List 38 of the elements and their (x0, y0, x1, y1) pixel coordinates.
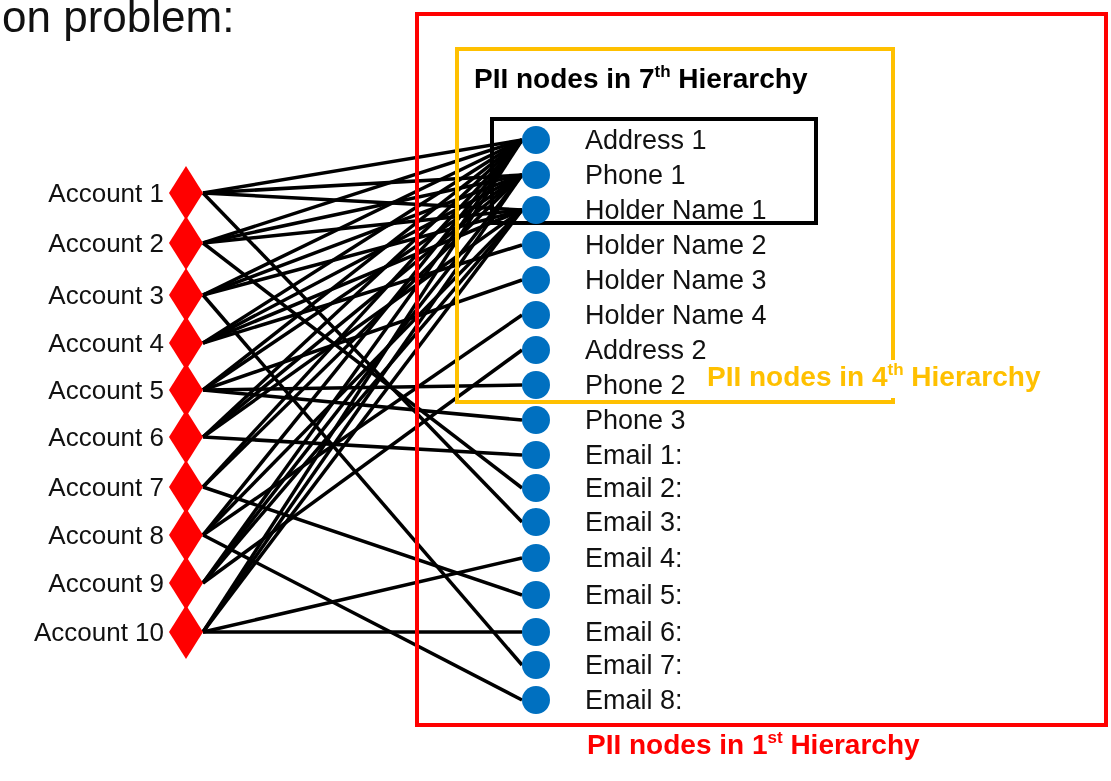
node-label: Account 9 (48, 567, 164, 600)
node-label: Phone 1 (585, 159, 686, 192)
node-label: Holder Name 4 (585, 299, 767, 332)
node-label: Email 7: (585, 649, 683, 682)
node-label: Phone 2 (585, 369, 686, 402)
connector-line (201, 348, 524, 585)
connector-line (202, 435, 523, 457)
node-label: Account 1 (48, 177, 164, 210)
node-label: Account 7 (48, 471, 164, 504)
node-label: Account 10 (33, 616, 164, 649)
connector-line (203, 630, 522, 634)
connector-line (202, 533, 523, 702)
node-label: Email 1: (585, 439, 683, 472)
node-label: Account 5 (48, 374, 164, 407)
connector-line (202, 243, 523, 345)
node-label: Email 2: (585, 472, 683, 505)
node-label: Account 3 (48, 279, 164, 312)
node-label: Account 6 (48, 421, 164, 454)
node-label: Email 5: (585, 579, 683, 612)
partial-title: on problem: (2, 0, 235, 42)
connector-line (202, 388, 523, 422)
connector-line (201, 293, 524, 667)
node-label: Email 4: (585, 542, 683, 575)
node-label: Email 3: (585, 506, 683, 539)
node-label: Account 8 (48, 519, 164, 552)
node-label: Email 8: (585, 684, 683, 717)
node-label: Account 2 (48, 227, 164, 260)
node-label: Holder Name 2 (585, 229, 767, 262)
connector-line (201, 241, 524, 490)
connector-line (202, 313, 523, 537)
node-label: Account 4 (48, 327, 164, 360)
node-label: Holder Name 3 (585, 264, 767, 297)
connector-line (202, 208, 523, 297)
node-label: Address 1 (585, 124, 707, 157)
connector-line (202, 485, 523, 597)
node-label: Phone 3 (585, 404, 686, 437)
node-label: Email 6: (585, 616, 683, 649)
node-label: Holder Name 1 (585, 194, 767, 227)
